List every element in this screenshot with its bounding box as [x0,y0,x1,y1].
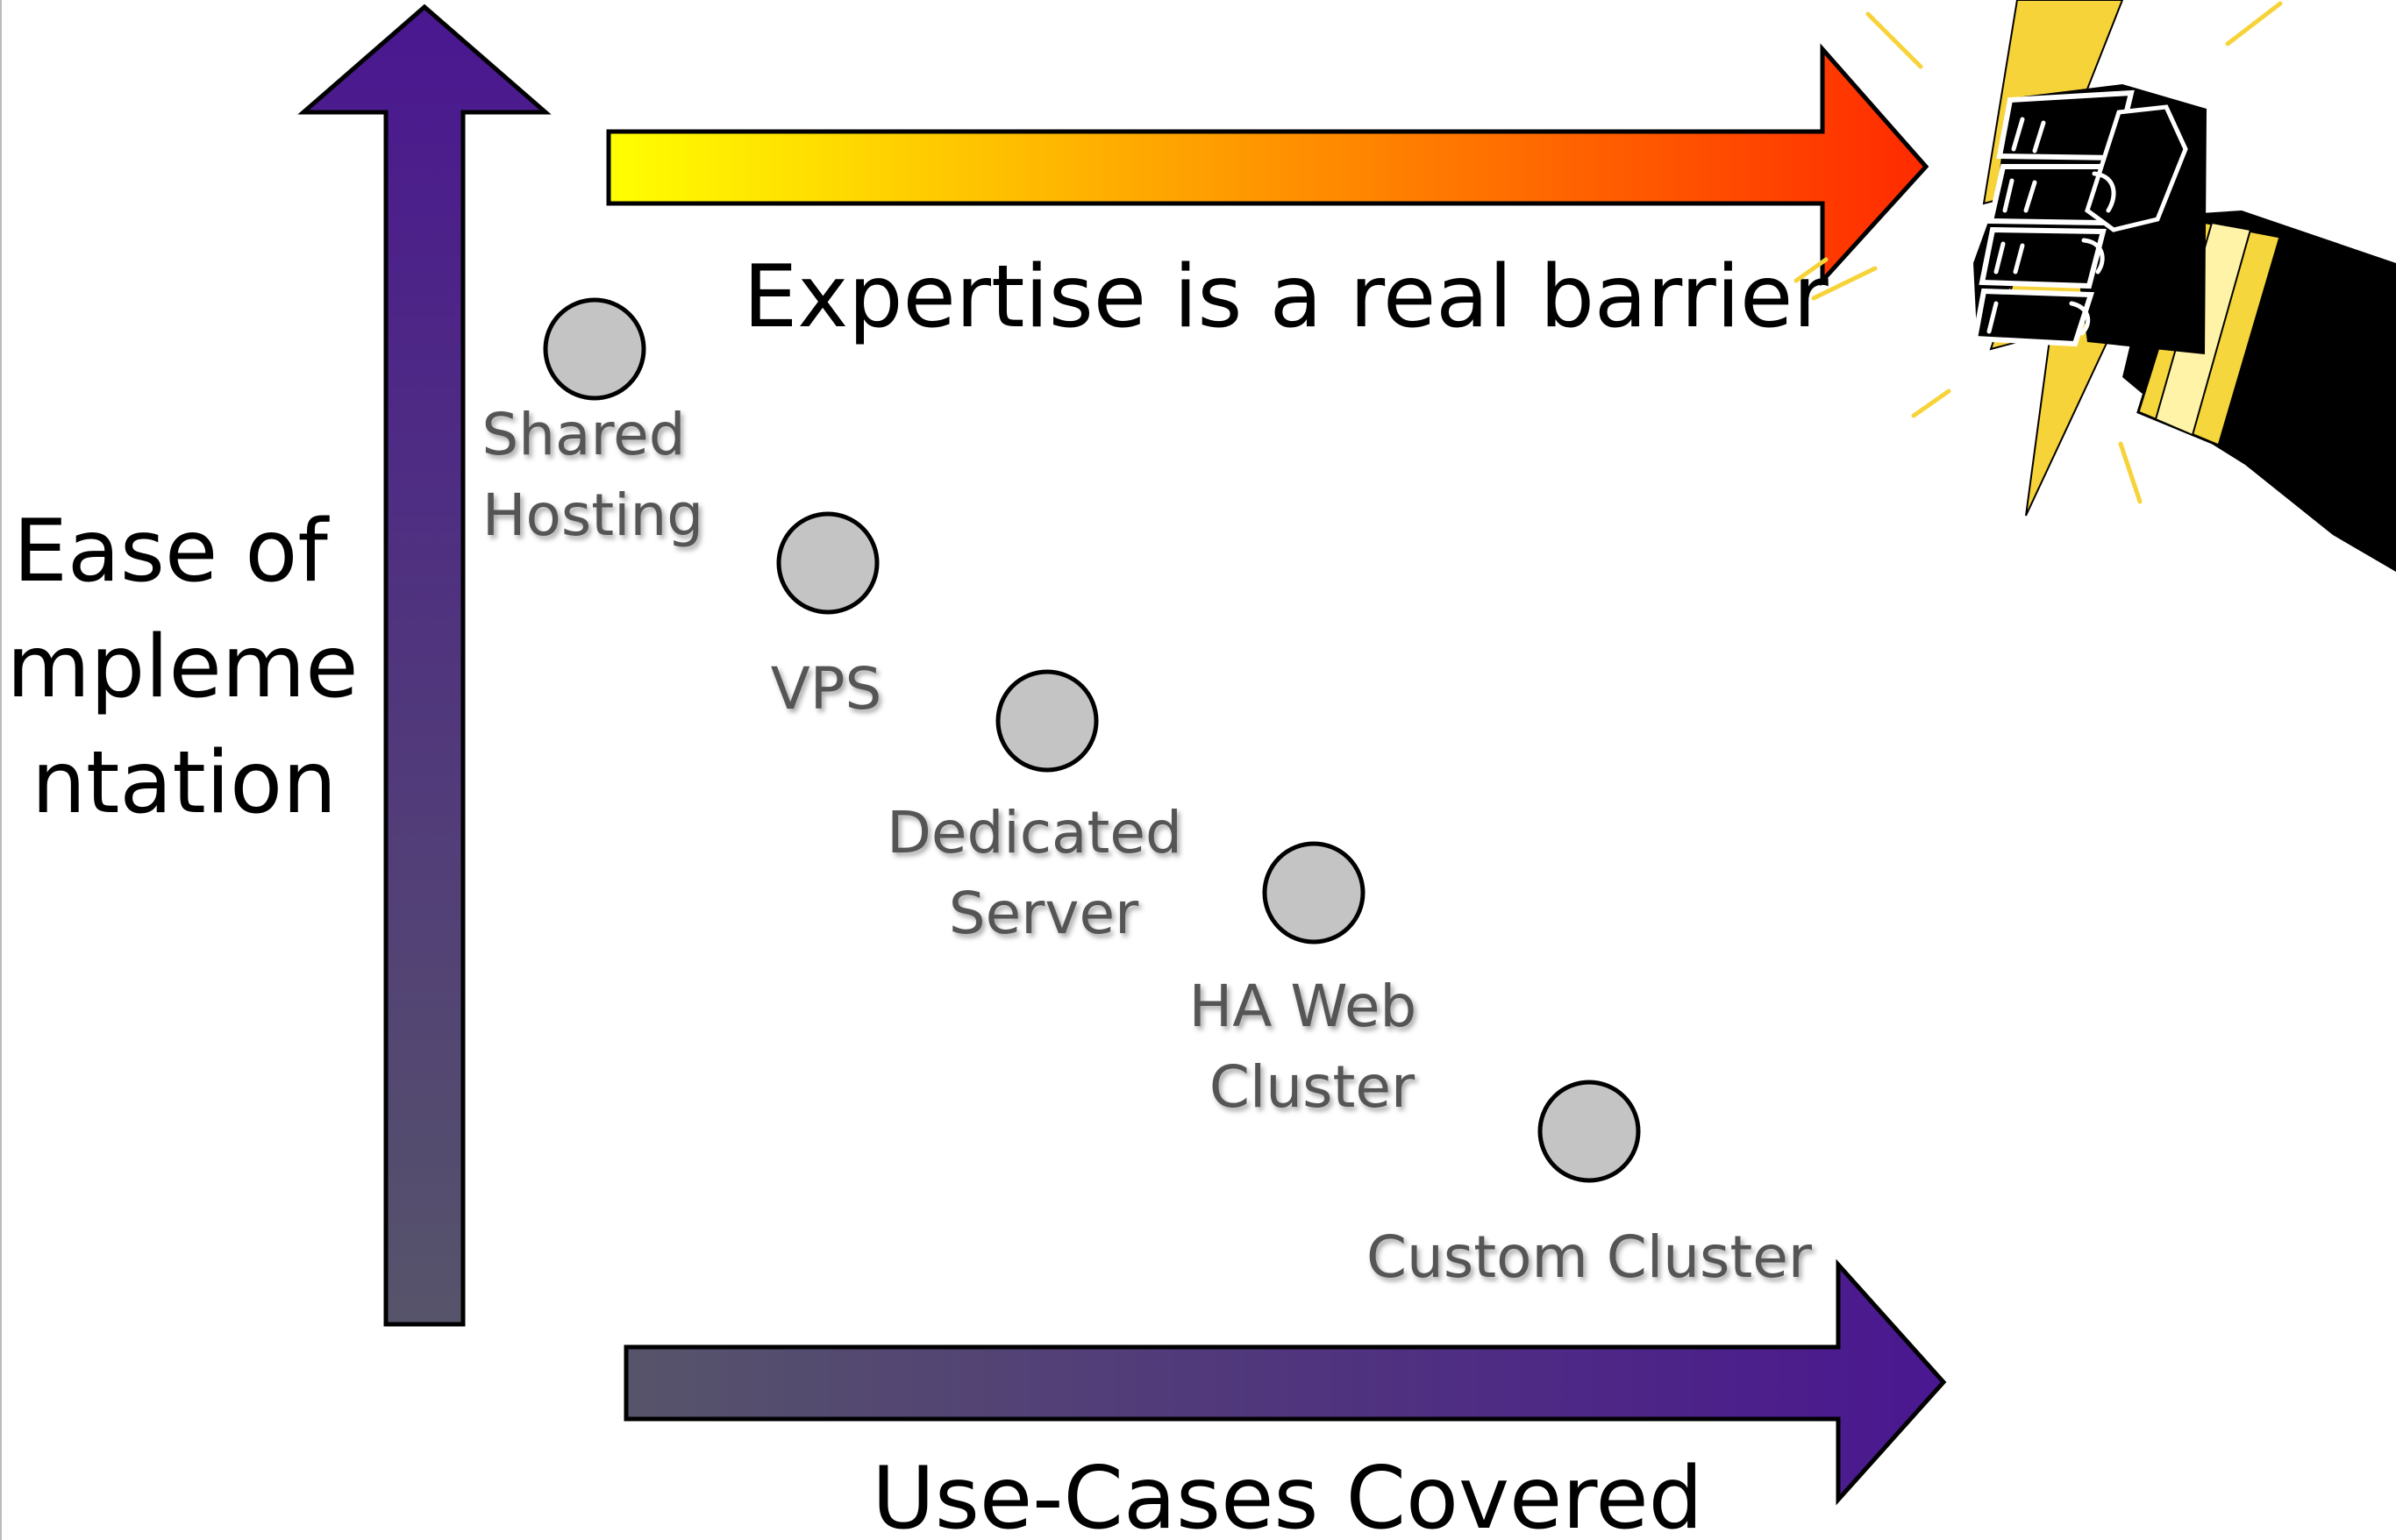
option-dot-custom-cluster [1537,1080,1641,1183]
option-label-line: Hosting [482,481,703,549]
option-label-line: Dedicated [887,799,1182,866]
option-dot-vps [776,511,880,615]
x-axis-arrow [624,1258,1947,1506]
option-label-ha-web-cluster: HA Web Cluster [1189,973,1436,1121]
option-dot-ha-web-cluster [1262,841,1366,945]
option-dot-dedicated-server [995,669,1099,773]
option-label-custom-cluster: Custom Cluster [1366,1223,1813,1291]
y-axis-label-line: Ease of [13,502,330,602]
option-label-line: Server [949,880,1139,947]
y-axis-arrow [297,4,552,1327]
option-dot-shared-hosting [543,297,646,401]
option-label-line: Shared [481,401,685,468]
option-dots [543,297,1641,1183]
y-axis-label-line: impleme [0,617,359,717]
option-label-line: Cluster [1209,1053,1415,1121]
option-label-line: HA Web [1189,973,1417,1040]
y-axis-label-line: ntation [32,733,337,833]
option-label-dedicated-server: Dedicated Server [887,799,1201,947]
x-axis-label: Use-Cases Covered [872,1449,1703,1540]
fist-with-lightning-icon [1793,0,2396,572]
y-axis-label: Ease of impleme ntation [0,502,386,833]
option-label-vps: VPS [771,655,882,723]
option-labels: Shared Hosting VPS Dedicated Server HA W… [481,401,1813,1291]
option-label-shared-hosting: Shared Hosting [481,401,703,549]
option-label-line: Custom Cluster [1366,1223,1813,1291]
barrier-label: Expertise is a real barrier [743,247,1829,347]
option-label-line: VPS [771,655,882,723]
barrier-arrow [606,43,1929,287]
